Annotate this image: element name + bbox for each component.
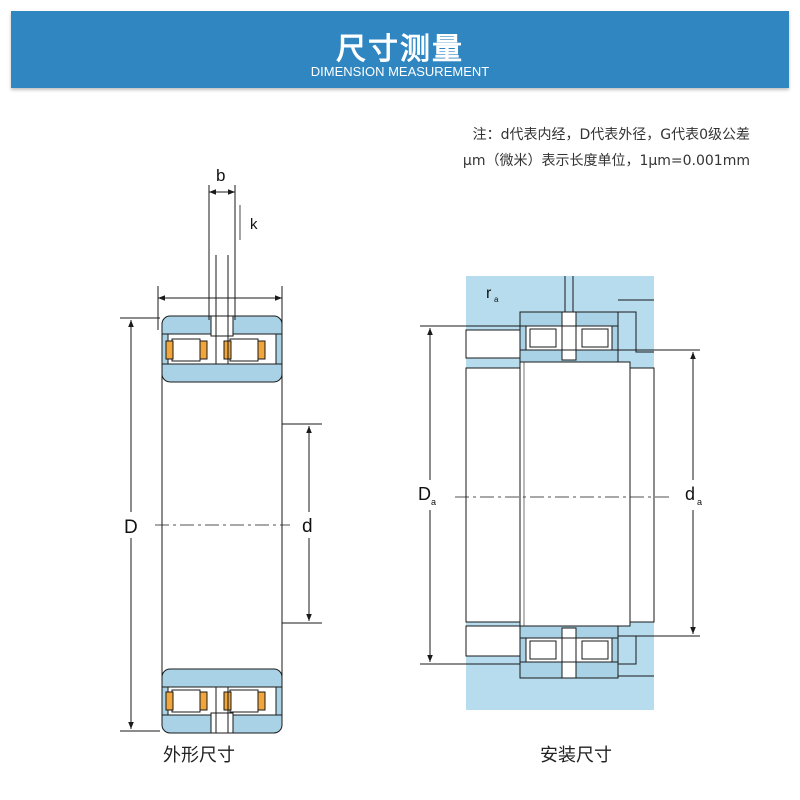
bearing-outline-diagram <box>120 185 322 734</box>
outline-dimension-caption: 外形尺寸 <box>163 745 235 766</box>
da-label-bg <box>682 480 706 510</box>
d-label-bg <box>300 512 318 538</box>
D-label-bg <box>123 512 141 538</box>
top-ring-assembly <box>161 315 283 383</box>
page-title: 尺寸测量 <box>336 32 464 67</box>
header-banner: 尺寸测量 DIMENSION MEASUREMENT <box>11 11 789 88</box>
inner-diameter-label: d <box>302 516 313 537</box>
outer-diameter-label: D <box>124 517 138 538</box>
note-line-2: μm（微米）表示长度单位，1μm=0.001mm <box>462 153 750 169</box>
note-line-1: 注：d代表内经，D代表外径，G代表0级公差 <box>472 127 750 143</box>
Da-label: D <box>418 484 431 504</box>
da-subscript: a <box>697 497 702 507</box>
Da-subscript: a <box>431 497 436 507</box>
installation-diagram <box>420 276 700 710</box>
install-bottom-bearing <box>519 625 619 679</box>
k-label: k <box>250 216 258 233</box>
da-label: d <box>685 484 695 504</box>
bottom-ring-assembly <box>161 668 283 734</box>
ra-label: r <box>486 285 492 302</box>
installation-dimension-caption: 安装尺寸 <box>540 745 612 766</box>
Da-label-bg <box>416 480 440 510</box>
ra-subscript: a <box>494 295 499 304</box>
page-subtitle: DIMENSION MEASUREMENT <box>310 64 490 79</box>
install-top-bearing <box>519 311 619 363</box>
width-label: b <box>216 166 225 185</box>
